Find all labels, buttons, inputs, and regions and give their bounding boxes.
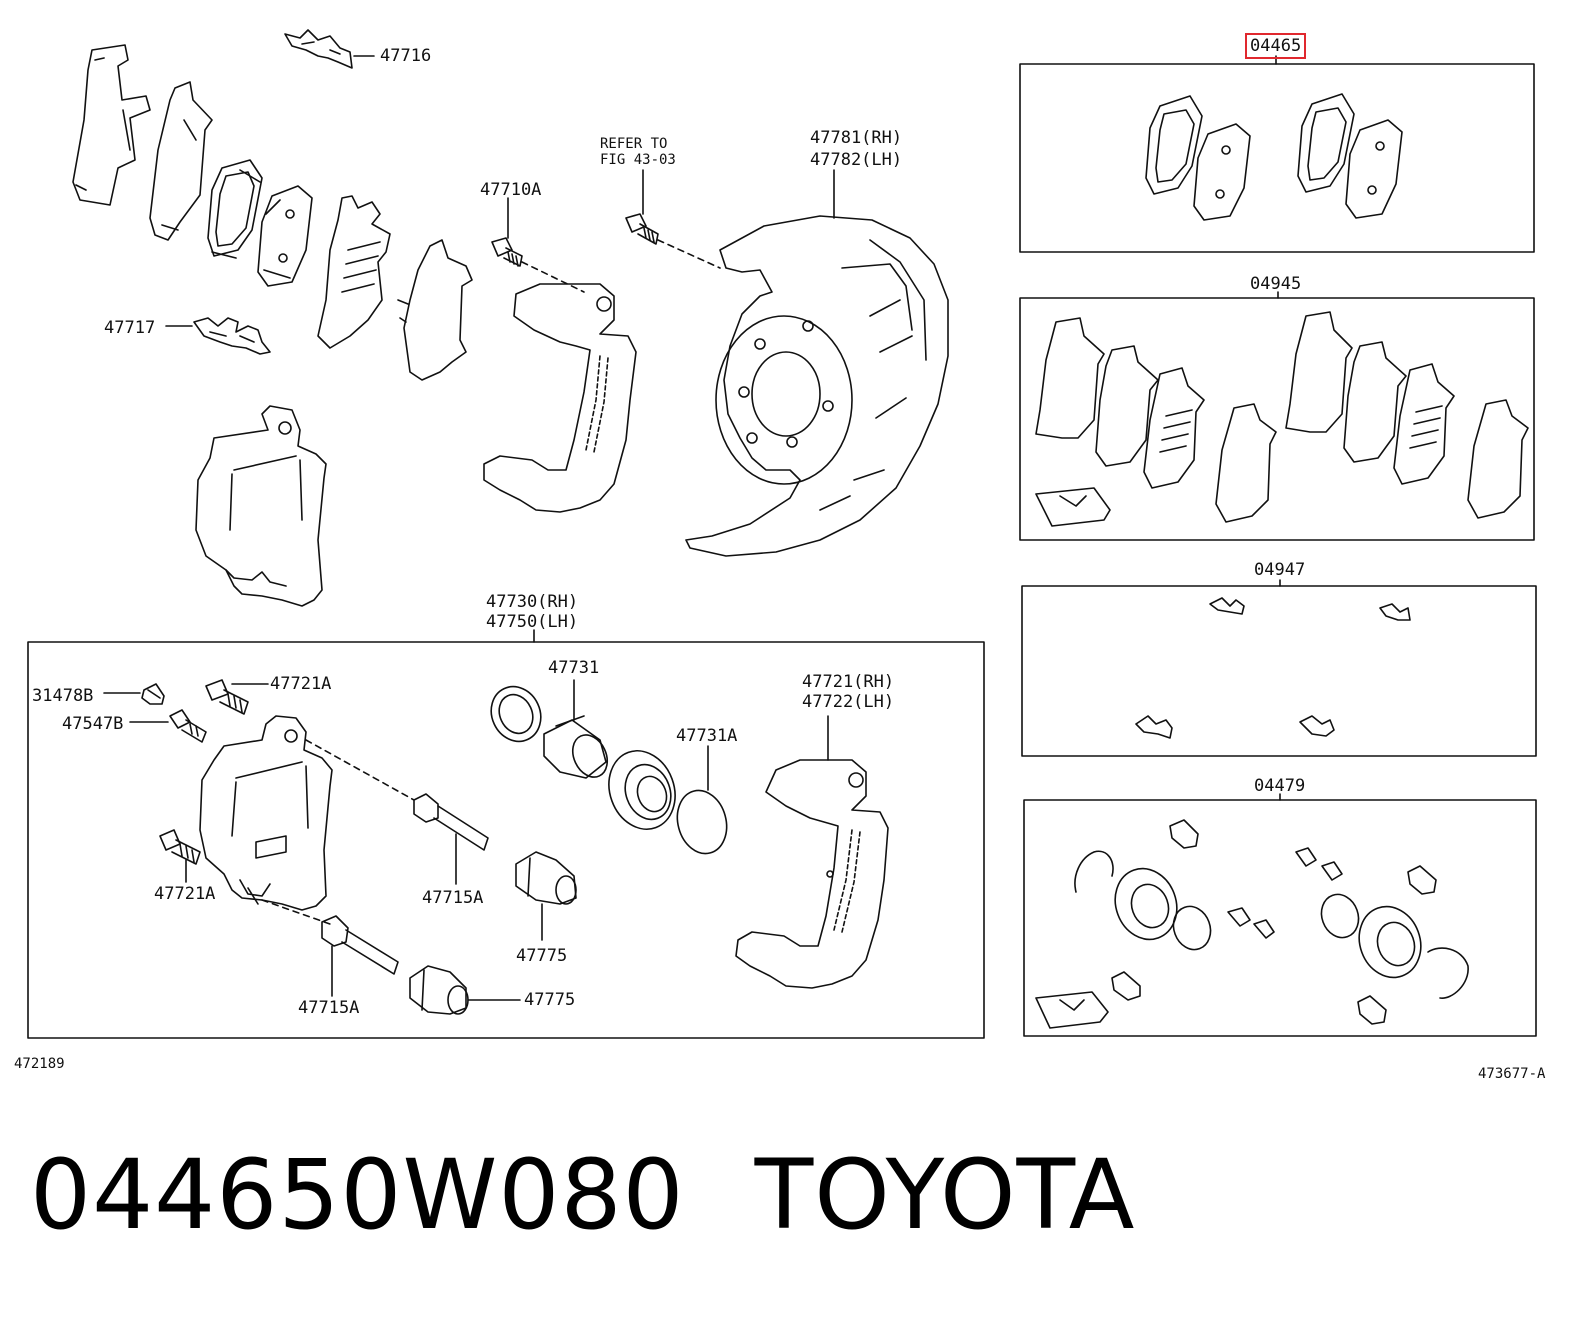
label-47721: 47721(RH) — [802, 672, 895, 692]
slide-pin-mid — [413, 793, 489, 851]
kit-label-04479: 04479 — [1254, 776, 1306, 796]
brake-pad-right — [257, 185, 313, 287]
label-47715A-mid: 47715A — [422, 888, 484, 908]
label-47716: 47716 — [380, 46, 432, 66]
ring-47731A — [676, 789, 728, 855]
label-47721A-top: 47721A — [270, 674, 332, 694]
box-kit-04479 — [1023, 799, 1537, 1037]
brake-pad-left — [207, 159, 263, 259]
kit2-shims-right — [1285, 311, 1529, 519]
kit2-shims-left — [1035, 317, 1277, 523]
label-ref-left: 472189 — [14, 1056, 65, 1072]
label-47782: 47782(LH) — [810, 150, 903, 170]
label-47547B: 47547B — [62, 714, 124, 734]
label-47717: 47717 — [104, 318, 156, 338]
box-kit-04945 — [1019, 297, 1535, 541]
caption-brand: TOYOTA — [754, 1139, 1136, 1251]
label-47775-bottom: 47775 — [524, 990, 576, 1010]
caliper-bracket-lower — [735, 759, 889, 989]
kit3-clips — [1135, 597, 1411, 739]
bolt-47721A-bottom — [159, 829, 201, 865]
bleeder-47547B — [169, 709, 207, 743]
kit1-pad-set-left — [1145, 95, 1251, 221]
bolt-47710A — [491, 237, 523, 267]
shim-plate-slots — [317, 195, 391, 349]
slide-pin-bottom — [321, 915, 399, 975]
label-refer-line1: REFER TO — [600, 136, 668, 152]
dash-caliper-pin-upper — [305, 739, 415, 801]
piston-47731 — [543, 715, 609, 779]
label-47722: 47722(LH) — [802, 692, 895, 712]
label-47721A-bottom: 47721A — [154, 884, 216, 904]
caliper-bracket-upper — [483, 283, 637, 513]
label-47731: 47731 — [548, 658, 600, 678]
box-kit-04465 — [1019, 63, 1535, 253]
dash-refer — [657, 239, 721, 269]
label-47731A: 47731A — [676, 726, 738, 746]
piston-seal-ring — [490, 685, 542, 743]
piston-boot — [608, 750, 676, 830]
caption-part-number: 044650W080 — [30, 1139, 685, 1251]
label-ref-right: 473677-A — [1478, 1066, 1546, 1082]
label-31478B: 31478B — [32, 686, 94, 706]
caliper-body-upper — [195, 405, 327, 607]
boot-47775-bottom — [409, 965, 469, 1015]
kit4-seal-parts — [1035, 819, 1469, 1029]
shim-inner-left — [149, 81, 213, 241]
label-47781: 47781(RH) — [810, 128, 903, 148]
shim-outer-right — [397, 239, 473, 381]
label-47775-mid: 47775 — [516, 946, 568, 966]
box-kit-04947 — [1021, 585, 1537, 757]
bolt-refer — [625, 213, 659, 245]
dash-47710A — [521, 261, 585, 293]
label-refer-line2: FIG 43-03 — [600, 152, 676, 168]
kit-label-04945: 04945 — [1250, 274, 1302, 294]
label-47750: 47750(LH) — [486, 612, 579, 632]
label-47715A-bottom: 47715A — [298, 998, 360, 1018]
plug-31478B — [141, 683, 165, 705]
bolt-47721A-top — [205, 679, 249, 715]
caliper-body-lower — [199, 715, 333, 911]
dash-caliper-pin-lower — [261, 899, 331, 925]
kit-label-04947: 04947 — [1254, 560, 1306, 580]
clip-47717 — [193, 317, 271, 355]
kit-label-04465[interactable]: 04465 — [1244, 33, 1307, 59]
shim-outer-left — [72, 44, 151, 206]
box-caliper-assembly — [27, 641, 985, 1039]
disc-dust-cover — [685, 215, 949, 557]
label-47710A: 47710A — [480, 180, 542, 200]
clip-47716 — [284, 29, 353, 69]
kit1-pad-set-right — [1297, 93, 1403, 219]
caption: 044650W080 TOYOTA — [30, 1140, 1135, 1250]
kit2-grease-packet — [1035, 487, 1111, 527]
label-47730: 47730(RH) — [486, 592, 579, 612]
boot-47775-mid — [515, 851, 577, 905]
